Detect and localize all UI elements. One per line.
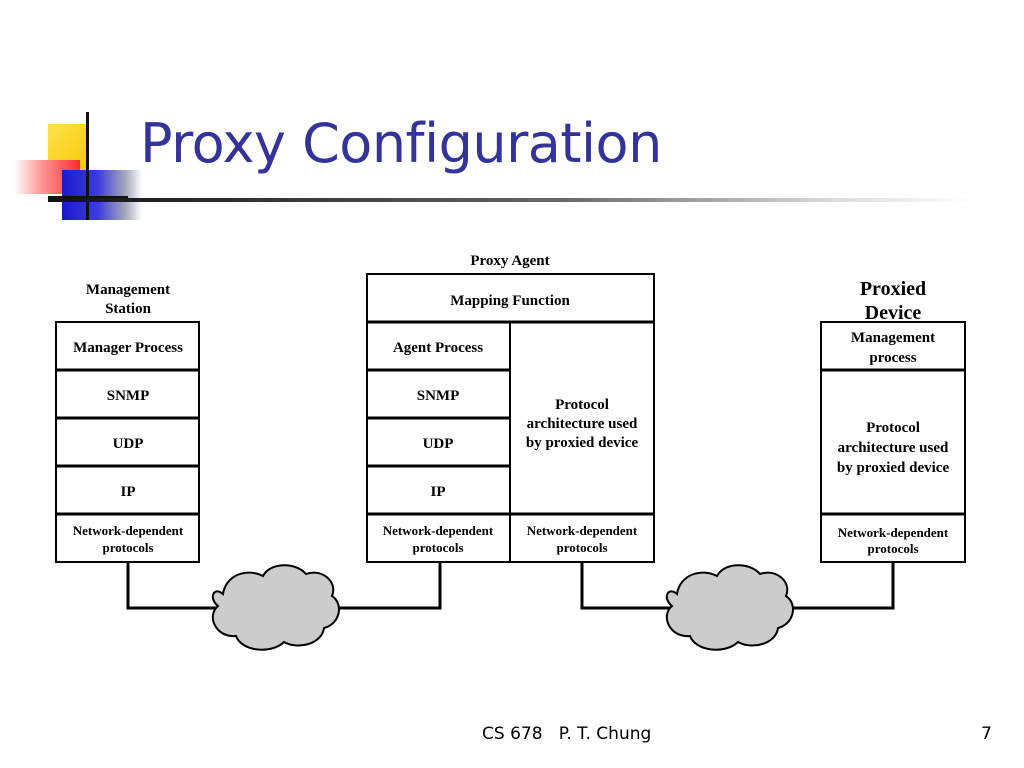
title-ornament-vline	[86, 112, 89, 220]
ms-layer-manager-process: Manager Process	[73, 340, 183, 356]
management-station-stack	[55, 321, 200, 563]
network-cloud-right	[665, 564, 794, 651]
pd-network-line-2: protocols	[867, 541, 918, 556]
ms-layer-udp: UDP	[113, 436, 144, 452]
pd-arch-line-1: Protocol	[866, 420, 920, 436]
pa-network-left-line-1: Network-dependent	[383, 523, 494, 538]
network-links	[126, 562, 895, 651]
ms-network-line-1: Network-dependent	[73, 523, 184, 538]
pd-mgmt-line-1: Management	[851, 330, 935, 346]
pd-arch-line-2: architecture used	[838, 440, 949, 456]
proxied-device-stack	[820, 321, 966, 563]
proxied-device: Proxied Device Management process Protoc…	[820, 278, 966, 563]
footer-course: CS 678 P. T. Chung	[482, 724, 652, 744]
proxy-agent-caption: Proxy Agent	[470, 253, 549, 269]
ms-network-line-2: protocols	[102, 540, 153, 555]
management-station: Management Station Manager Process SNMP …	[55, 282, 200, 563]
footer-page-number: 7	[981, 724, 992, 744]
pa-network-right-line-1: Network-dependent	[527, 523, 638, 538]
management-station-caption-1: Management	[86, 282, 170, 298]
pa-network-left-line-2: protocols	[412, 540, 463, 555]
title-ornament-blue	[62, 170, 142, 220]
title-ornament-hline	[48, 196, 128, 199]
pa-layer-ip: IP	[431, 484, 446, 500]
pd-mgmt-line-2: process	[869, 350, 916, 366]
title-underline	[48, 198, 978, 202]
pd-network-line-1: Network-dependent	[838, 525, 949, 540]
pa-arch-line-2: architecture used	[527, 416, 638, 432]
pa-arch-line-1: Protocol	[555, 397, 609, 413]
pa-layer-snmp: SNMP	[417, 388, 460, 404]
management-station-caption-2: Station	[105, 301, 152, 317]
proxy-agent: Proxy Agent Mapping Function Agent Proce…	[366, 253, 655, 563]
mapping-function: Mapping Function	[450, 293, 570, 309]
slide-title: Proxy Configuration	[140, 112, 662, 175]
pa-arch-line-3: by proxied device	[526, 435, 639, 451]
pa-layer-udp: UDP	[423, 436, 454, 452]
ms-layer-snmp: SNMP	[107, 388, 150, 404]
ms-layer-ip: IP	[121, 484, 136, 500]
network-cloud-left	[211, 564, 340, 651]
proxied-device-caption-2: Device	[865, 302, 922, 324]
pa-layer-agent-process: Agent Process	[393, 340, 483, 356]
proxied-device-caption-1: Proxied	[860, 278, 926, 300]
pd-arch-line-3: by proxied device	[837, 460, 950, 476]
pa-network-right-line-2: protocols	[556, 540, 607, 555]
